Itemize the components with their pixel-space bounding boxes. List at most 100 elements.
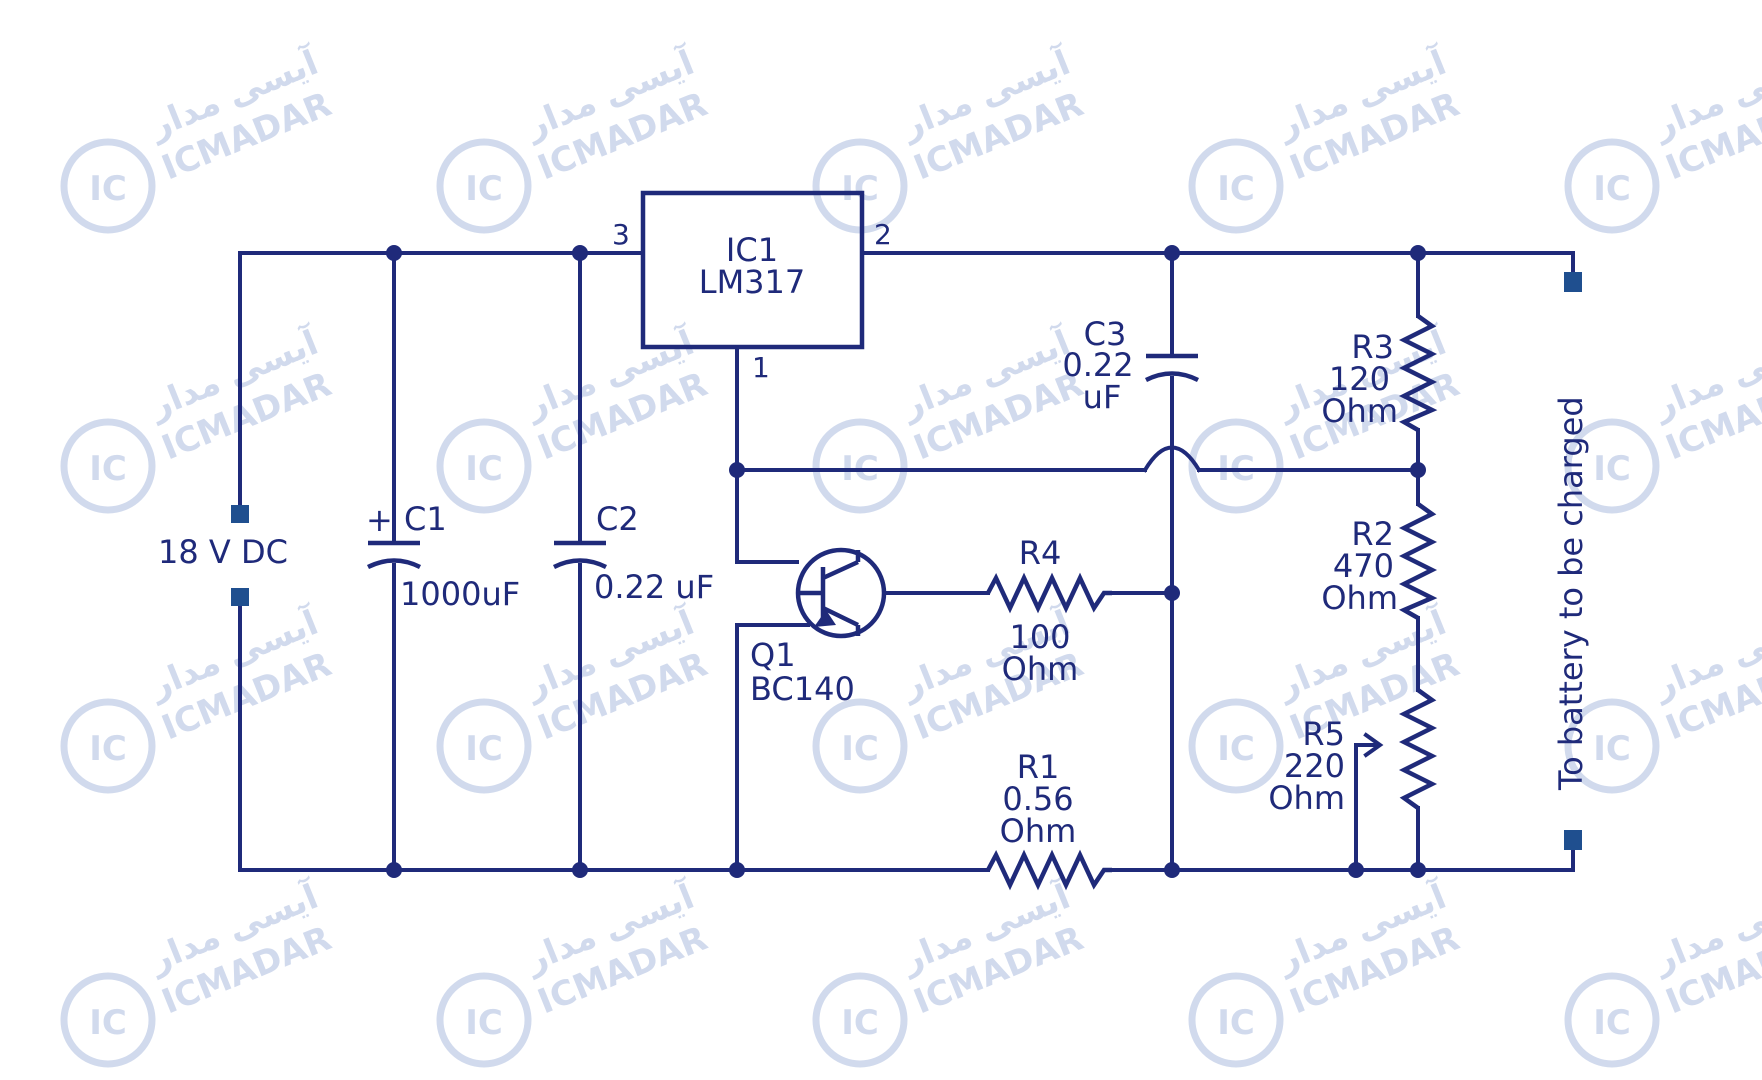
c1-value: 1000uF [400,575,520,613]
watermark-logo-ring [436,972,532,1068]
resistor-r3: R3 120 Ohm [1321,314,1438,432]
watermark-logo: IC [1593,169,1631,209]
watermark-logo-ring [812,698,908,794]
capacitor-c1: + C1 1000uF [366,500,520,613]
transistor-q1: Q1 BC140 [750,547,887,708]
watermark-logo-ring [1564,698,1660,794]
watermark-logo: IC [1217,729,1255,769]
watermark-logo-ring [1188,972,1284,1068]
r1-value-line1: 0.56 [1002,780,1073,818]
supply-terminal-negative [231,588,249,606]
r3-value-line2: Ohm [1321,392,1398,430]
r4-value-line2: Ohm [1002,650,1079,688]
watermark-logo-ring [1564,972,1660,1068]
ic1-lm317: IC1 LM317 3 2 1 [612,190,892,384]
c1-polarity: + [366,501,393,539]
watermark-logo: IC [465,1003,503,1043]
ic1-part: LM317 [699,263,806,301]
watermark-logo: IC [89,1003,127,1043]
watermark-logo-ring [1188,698,1284,794]
watermark-logo: IC [1593,449,1631,489]
watermark-logo-ring [60,972,156,1068]
watermark-logo-ring [1564,138,1660,234]
output-label: To battery to be charged [1552,396,1590,791]
r2-ref: R2 [1351,515,1394,553]
ic1-pin-1: 1 [752,351,770,384]
r4-value-line1: 100 [1009,618,1070,656]
r3-value-line1: 120 [1329,360,1390,398]
output-terminal-positive [1564,272,1582,292]
r3-ref: R3 [1351,328,1394,366]
r2-value-line1: 470 [1333,547,1394,585]
watermark-logo-ring [60,418,156,514]
c3-value-line2: uF [1083,378,1122,416]
c2-value: 0.22 uF [594,568,714,606]
watermark-logo-ring [436,138,532,234]
watermark-logo: IC [841,1003,879,1043]
watermark-logo-ring [1564,418,1660,514]
watermark-logo: IC [89,449,127,489]
resistor-r1: R1 0.56 Ohm [986,748,1112,891]
watermark-logo: IC [841,729,879,769]
watermark-logo: IC [1217,1003,1255,1043]
capacitor-c2: C2 0.22 uF [552,500,714,606]
c1-ref: C1 [404,500,447,538]
watermark-logo: IC [1593,729,1631,769]
supply-terminals: 18 V DC [158,505,288,606]
watermark-logo: IC [1593,1003,1631,1043]
watermark-logo-ring [436,418,532,514]
r1-ref: R1 [1017,748,1060,786]
resistor-r4: R4 100 Ohm [986,534,1112,688]
watermark-logo: IC [89,729,127,769]
q1-ref: Q1 [750,636,796,674]
watermark-logo-ring [60,138,156,234]
wires [238,251,1575,872]
supply-label: 18 V DC [158,533,288,571]
r5-value-line2: Ohm [1268,779,1345,817]
resistor-r2: R2 470 Ohm [1321,502,1438,620]
r5-ref: R5 [1302,715,1345,753]
watermark-logo-ring [812,418,908,514]
ic1-ref: IC1 [726,231,778,269]
watermark-logo-ring [436,698,532,794]
watermark-logo-ring [60,698,156,794]
watermark-logo: IC [89,169,127,209]
c3-value-line1: 0.22 [1062,346,1133,384]
watermark-logo: IC [465,169,503,209]
output-terminal-negative [1564,830,1582,850]
c3-ref: C3 [1084,315,1127,353]
r2-value-line2: Ohm [1321,579,1398,617]
watermark-logo-ring [1188,138,1284,234]
supply-terminal-positive [231,505,249,523]
watermark-logo: IC [1217,169,1255,209]
r4-ref: R4 [1019,534,1062,572]
r1-value-line2: Ohm [1000,812,1077,850]
r5-value-line1: 220 [1284,747,1345,785]
q1-part: BC140 [750,670,855,708]
watermark-logo-ring [812,972,908,1068]
watermark-logo: IC [465,729,503,769]
c2-ref: C2 [596,500,639,538]
watermark-logo: IC [465,449,503,489]
junctions [386,245,1426,878]
ic1-pin-2: 2 [874,218,892,251]
potentiometer-r5: R5 220 Ohm [1268,688,1438,817]
capacitor-c3: C3 0.22 uF [1062,315,1200,416]
output-terminals: To battery to be charged [1552,272,1590,850]
